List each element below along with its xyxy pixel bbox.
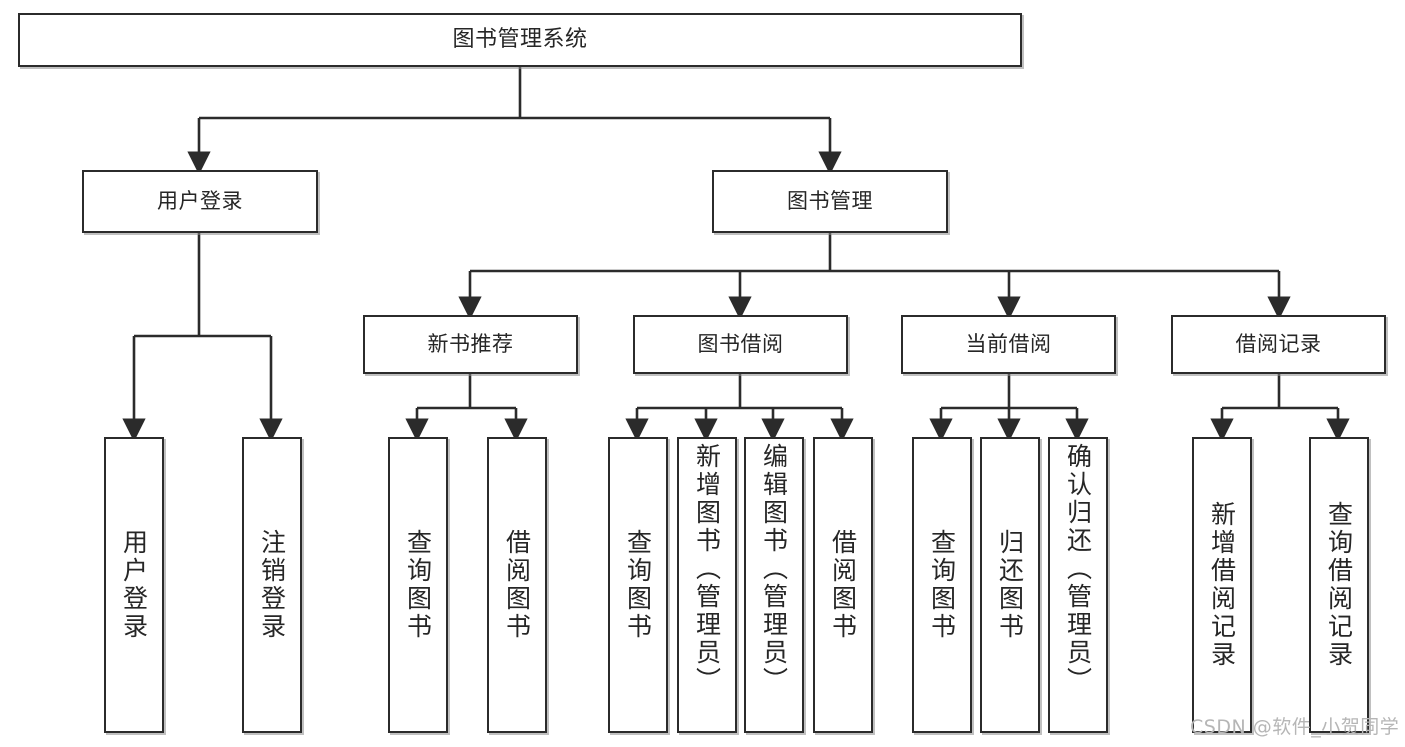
node-label: 查询借阅记录 [1324,501,1354,669]
node-current-borrowing[interactable]: 当前借阅 [901,315,1116,374]
leaf-edit-book-admin[interactable]: 编辑图书（管理员） [744,437,804,733]
node-label: 图书管理 [787,189,873,214]
node-label: 查询图书 [927,529,957,641]
node-label: 用户登录 [157,189,243,214]
node-label: 借阅图书 [828,529,858,641]
leaf-query-borrow-record[interactable]: 查询借阅记录 [1309,437,1369,733]
node-user-login[interactable]: 用户登录 [82,170,318,233]
node-label: 确认归还（管理员） [1063,443,1093,695]
node-label: 新增借阅记录 [1207,501,1237,669]
leaf-query-book-new-rec[interactable]: 查询图书 [388,437,448,733]
node-label: 新增图书（管理员） [692,443,722,695]
node-book-management[interactable]: 图书管理 [712,170,948,233]
leaf-logout[interactable]: 注销登录 [242,437,302,733]
node-new-book-recommendation[interactable]: 新书推荐 [363,315,578,374]
leaf-user-login[interactable]: 用户登录 [104,437,164,733]
leaf-confirm-return-admin[interactable]: 确认归还（管理员） [1048,437,1108,733]
node-borrowing-records[interactable]: 借阅记录 [1171,315,1386,374]
leaf-return-book[interactable]: 归还图书 [980,437,1040,733]
node-label: 图书管理系统 [452,27,588,53]
node-label: 用户登录 [119,529,149,641]
leaf-query-book-current[interactable]: 查询图书 [912,437,972,733]
leaf-add-book-admin[interactable]: 新增图书（管理员） [677,437,737,733]
node-label: 借阅记录 [1235,332,1322,357]
node-label: 编辑图书（管理员） [759,443,789,695]
node-book-borrowing[interactable]: 图书借阅 [633,315,848,374]
node-label: 查询图书 [623,529,653,641]
leaf-query-book-borrow[interactable]: 查询图书 [608,437,668,733]
node-label: 当前借阅 [965,332,1052,357]
node-label: 归还图书 [995,529,1025,641]
node-label: 查询图书 [403,529,433,641]
node-label: 借阅图书 [502,529,532,641]
leaf-borrow-book-new-rec[interactable]: 借阅图书 [487,437,547,733]
watermark: CSDN @软件_小贺同学 [1190,716,1400,738]
leaf-add-borrow-record[interactable]: 新增借阅记录 [1192,437,1252,733]
leaf-borrow-book[interactable]: 借阅图书 [813,437,873,733]
node-label: 注销登录 [257,529,287,641]
node-label: 新书推荐 [427,332,514,357]
node-label: 图书借阅 [697,332,784,357]
node-root-book-management-system[interactable]: 图书管理系统 [18,13,1022,67]
